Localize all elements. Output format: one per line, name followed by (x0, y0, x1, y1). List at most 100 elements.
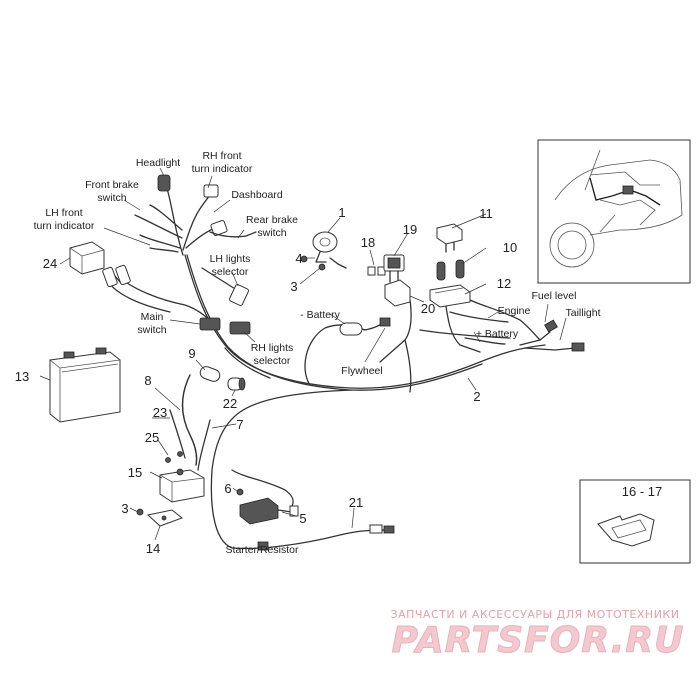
main-switch-connector (199, 317, 221, 331)
label-rear-brake-2: switch (257, 227, 286, 239)
bracket-part (597, 513, 655, 547)
part-number-21: 21 (349, 495, 363, 510)
label-flywheel: Flywheel (341, 365, 382, 377)
part-number-8: 8 (144, 373, 151, 388)
inset-battery (622, 185, 634, 195)
watermark: ЗАПЧАСТИ И АКСЕССУАРЫ ДЛЯ МОТОТЕХНИКИ PA… (391, 608, 685, 662)
label-rear-brake-1: Rear brake (246, 214, 298, 226)
watermark-tagline: ЗАПЧАСТИ И АКСЕССУАРЫ ДЛЯ МОТОТЕХНИКИ (391, 608, 680, 621)
part-number-7: 7 (236, 417, 243, 432)
label-rh-front-1: RH front (202, 150, 241, 162)
inset-frame (537, 139, 691, 284)
inset-motorcycle-view (537, 139, 691, 284)
label-lh-front-1: LH front (45, 207, 82, 219)
label-plus-battery: + Battery (476, 328, 519, 340)
part-13-battery (49, 347, 121, 423)
label-engine: Engine (498, 305, 531, 317)
part-number-10: 10 (503, 240, 517, 255)
part-19-fuse-holder (383, 254, 405, 283)
inset-engine (599, 199, 656, 233)
part-24-relay (69, 241, 105, 275)
label-main-switch-2: switch (137, 324, 166, 336)
part-number-18: 18 (361, 235, 375, 250)
front-harness (102, 174, 257, 335)
part-8-wire (181, 374, 198, 466)
part-number-11: 11 (479, 206, 493, 221)
lh-lights-selector-connector (229, 284, 249, 306)
text-labels: Headlight RH front turn indicator Front … (34, 150, 601, 556)
label-headlight: Headlight (136, 157, 180, 169)
part-20-connector (384, 279, 411, 307)
headlight-connector (157, 174, 171, 192)
part-number-15: 15 (128, 465, 142, 480)
rh-indicator-connector (210, 220, 228, 236)
leader-lines (39, 167, 567, 549)
label-minus-battery: - Battery (300, 309, 340, 321)
part-number-12: 12 (497, 276, 511, 291)
label-fuel-level: Fuel level (532, 290, 577, 302)
label-rh-lights-2: selector (254, 355, 291, 367)
part-9-cap (199, 366, 221, 382)
part-14-bracket (136, 508, 184, 527)
part-number-9: 9 (188, 346, 195, 361)
part-1-horn (300, 231, 347, 271)
part-number-20: 20 (421, 301, 435, 316)
label-front-brake-2: switch (97, 192, 126, 204)
label-lh-lights-1: LH lights (210, 253, 251, 265)
part-number-4: 4 (295, 251, 302, 266)
part-number-25: 25 (145, 430, 159, 445)
part-numbers: 1 2 3 3 4 5 6 7 8 9 10 11 12 13 14 15 18… (15, 205, 517, 556)
label-rh-lights-1: RH lights (251, 342, 294, 354)
label-front-brake-1: Front brake (85, 179, 139, 191)
inset-front-hub (557, 230, 587, 260)
part-15-starter-relay (159, 451, 205, 503)
main-switch-plug-b (115, 264, 131, 286)
label-dashboard: Dashboard (231, 189, 283, 201)
label-lh-lights-2: selector (212, 266, 249, 278)
main-switch-plug-a (102, 266, 118, 288)
part-number-3b: 3 (121, 501, 128, 516)
inset-frame-lines (584, 149, 660, 191)
part-number-14: 14 (146, 541, 160, 556)
inset-bodywork (554, 159, 683, 236)
bracket-detail (611, 519, 647, 539)
part-number-23: 23 (153, 405, 167, 420)
part-number-6: 6 (224, 481, 231, 496)
inset-bracket-box: 16 - 17 (579, 479, 691, 564)
dashboard-connector (203, 184, 219, 198)
part-10-diodes (436, 259, 465, 281)
part-7-wire (197, 419, 211, 471)
battery-minus-terminal (339, 322, 363, 336)
part-22-cap (227, 377, 246, 391)
part-number-13: 13 (15, 369, 29, 384)
part-23-wire (169, 409, 186, 459)
flywheel-connector (379, 317, 391, 327)
part-number-3a: 3 (290, 279, 297, 294)
part-number-2: 2 (473, 389, 480, 404)
label-lh-front-2: turn indicator (34, 220, 95, 232)
label-main-switch-1: Main (141, 311, 164, 323)
part-number-22: 22 (223, 396, 237, 411)
inset-front-wheel (549, 222, 595, 268)
rh-lights-connector (229, 321, 251, 335)
inset-harness (589, 177, 661, 206)
fuel-level-connector (544, 319, 558, 333)
label-starter-resistor: Starter/Resistor (226, 544, 299, 556)
part-number-5: 5 (299, 511, 306, 526)
part-21-starter-wire (231, 524, 395, 551)
part-number-1: 1 (338, 205, 345, 220)
part-number-24: 24 (43, 256, 57, 271)
part-number-16-17: 16 - 17 (622, 484, 662, 499)
bracket-frame (579, 479, 691, 564)
part-11-relay (436, 223, 463, 253)
part-12-connector-block (429, 284, 471, 308)
part-18-fuses (367, 266, 386, 276)
part-5-regulator (231, 469, 299, 525)
taillight-connector (571, 342, 585, 352)
label-rh-front-2: turn indicator (192, 163, 253, 175)
watermark-logo: PARTSFOR.RU (392, 620, 685, 661)
label-taillight: Taillight (565, 307, 600, 319)
part-number-19: 19 (403, 222, 417, 237)
